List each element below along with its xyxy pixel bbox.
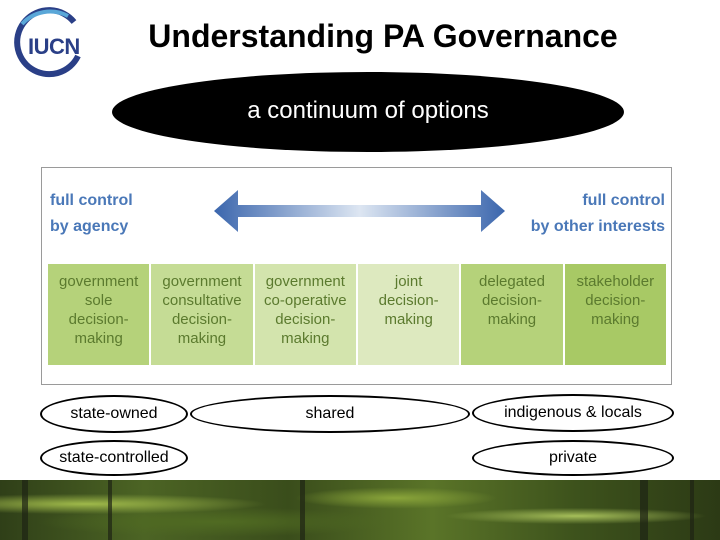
iucn-logo: IUCN bbox=[8, 6, 88, 80]
option-cell: joint decision-making bbox=[357, 264, 462, 365]
option-line: government bbox=[265, 273, 345, 290]
shared-label: shared bbox=[305, 405, 355, 422]
option-line: making bbox=[487, 311, 537, 328]
option-cell: government co-operative decision-making bbox=[254, 264, 358, 365]
banner-ellipse bbox=[112, 72, 624, 152]
right-end-line-2: by other interests bbox=[530, 218, 665, 235]
option-line: making bbox=[591, 311, 640, 328]
option-line: making bbox=[74, 330, 123, 347]
option-cell: stakeholder decision-making bbox=[564, 264, 666, 365]
left-end-line-1: full control bbox=[50, 192, 133, 209]
banner-text: a continuum of options bbox=[247, 97, 489, 124]
continuum-diagram: full control by agency full control by o… bbox=[41, 167, 672, 385]
option-line: stakeholder bbox=[576, 273, 655, 290]
shared-oval: shared bbox=[190, 395, 470, 433]
option-line: decision- bbox=[378, 292, 439, 309]
forest-image bbox=[0, 480, 720, 540]
indigenous-oval: indigenous & locals bbox=[472, 394, 674, 432]
right-end-line-1: full control bbox=[582, 192, 665, 209]
right-end-label: full control by other interests bbox=[531, 188, 665, 240]
left-end-line-2: by agency bbox=[50, 218, 129, 235]
option-line: delegated bbox=[479, 273, 545, 290]
option-line: co-operative bbox=[264, 292, 347, 309]
option-line: government bbox=[162, 273, 242, 290]
option-line: decision- bbox=[481, 292, 542, 309]
private-label: private bbox=[548, 449, 598, 466]
option-line: making bbox=[281, 330, 330, 347]
state-controlled-oval: state-controlled bbox=[40, 440, 188, 476]
options-row: government sole decision-making government c… bbox=[48, 264, 666, 365]
left-end-label: full control by agency bbox=[50, 188, 133, 240]
option-cell: government sole decision-making bbox=[48, 264, 152, 365]
option-line: sole bbox=[84, 292, 113, 309]
double-arrow-icon bbox=[214, 190, 505, 232]
option-line: decision- bbox=[585, 292, 646, 309]
option-line: decision- bbox=[68, 311, 129, 328]
option-cell: government consultative decision-making bbox=[151, 264, 255, 365]
option-line: government bbox=[59, 273, 139, 290]
option-line: making bbox=[384, 311, 433, 328]
state-controlled-label: state-controlled bbox=[59, 449, 169, 466]
indigenous-label: indigenous & locals bbox=[504, 404, 642, 421]
state-owned-oval: state-owned bbox=[40, 395, 188, 433]
page-title: Understanding PA Governance bbox=[148, 18, 618, 54]
option-line: consultative bbox=[162, 292, 242, 309]
option-line: joint bbox=[394, 273, 423, 290]
private-oval: private bbox=[472, 440, 674, 476]
logo-text: IUCN bbox=[28, 34, 80, 59]
logo-ring-icon bbox=[14, 7, 81, 78]
option-line: making bbox=[177, 330, 227, 347]
option-cell: delegated decision-making bbox=[461, 264, 565, 365]
option-line: decision- bbox=[171, 311, 232, 328]
option-line: decision- bbox=[275, 311, 336, 328]
state-owned-label: state-owned bbox=[70, 405, 158, 422]
